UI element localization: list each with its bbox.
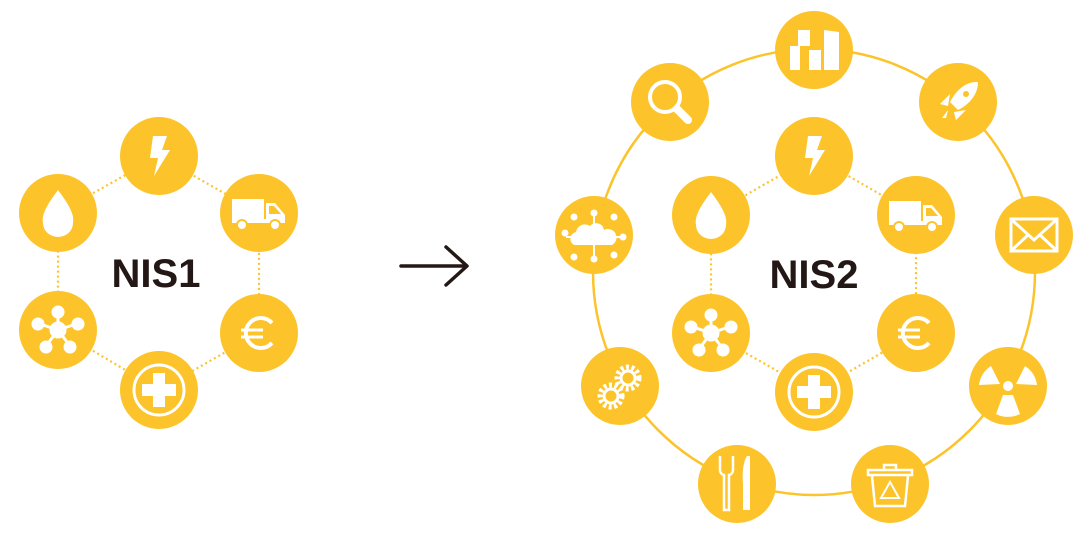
- transport-truck-icon: [220, 174, 298, 252]
- food-cutlery-icon: [698, 445, 776, 523]
- postal-mail-icon: [995, 196, 1073, 274]
- waste-recycling-icon: [851, 445, 929, 523]
- radiation-icon: [969, 347, 1047, 425]
- nis1-label: NIS1: [112, 252, 201, 296]
- water-drop-icon: [672, 176, 750, 254]
- banking-euro-icon: [220, 294, 298, 372]
- manufacturing-gears-icon: [581, 347, 659, 425]
- digital-infrastructure-icon: [19, 291, 97, 369]
- ict-cloud-icon: [555, 196, 633, 274]
- research-search-icon: [631, 63, 709, 141]
- banking-euro-icon: [877, 294, 955, 372]
- nis2-label: NIS2: [770, 253, 859, 297]
- health-icon: [775, 353, 853, 431]
- arrow-right-icon: [399, 245, 469, 287]
- digital-infrastructure-icon: [672, 294, 750, 372]
- health-icon: [120, 351, 198, 429]
- water-drop-icon: [19, 174, 97, 252]
- space-rocket-icon: [919, 63, 997, 141]
- energy-icon: [120, 117, 198, 195]
- public-administration-buildings-icon: [775, 11, 853, 89]
- energy-icon: [775, 117, 853, 195]
- transport-truck-icon: [877, 176, 955, 254]
